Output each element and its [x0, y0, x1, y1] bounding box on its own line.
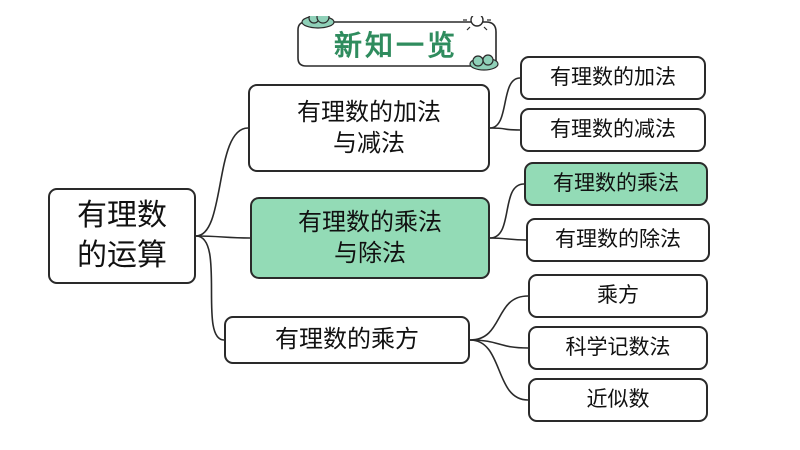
- branch-node-add-sub: 有理数的加法 与减法: [248, 84, 490, 172]
- branch-node-mul-div: 有理数的乘法 与除法: [250, 197, 490, 279]
- connector-root-to-power: [195, 235, 225, 341]
- branch-node-line: 有理数的加法: [297, 97, 441, 126]
- cloud-icon: [301, 16, 335, 29]
- title-banner: [297, 16, 499, 71]
- leaf-node-power: 乘方: [528, 274, 708, 318]
- branch-node-line: 与减法: [333, 129, 405, 157]
- leaf-node-label: 乘方: [597, 283, 639, 308]
- branch-node-line: 有理数的乘方: [275, 325, 419, 354]
- leaf-node-subtraction: 有理数的减法: [520, 108, 706, 152]
- connector-muldiv-to-mul: [489, 183, 525, 239]
- connector-power-to-approx: [469, 339, 529, 401]
- root-node-line: 的运算: [77, 238, 167, 273]
- leaf-node-approximation: 近似数: [528, 378, 708, 422]
- branch-node-line: 有理数的乘法: [298, 207, 442, 236]
- leaf-node-label: 科学记数法: [565, 335, 671, 360]
- connector-root-to-muldiv: [195, 235, 251, 239]
- sun-icon: [463, 16, 491, 31]
- connector-addsub-to-add: [489, 77, 521, 129]
- leaf-node-addition: 有理数的加法: [520, 56, 706, 100]
- connector-muldiv-to-div: [489, 237, 527, 241]
- connector-addsub-to-sub: [489, 127, 521, 131]
- leaf-node-label: 有理数的乘法: [553, 171, 679, 196]
- connector-root-to-addsub: [195, 127, 249, 237]
- connector-power-to-sci: [469, 339, 529, 349]
- connector-power-to-pow: [469, 295, 529, 341]
- leaf-node-division: 有理数的除法: [526, 218, 710, 262]
- branch-node-line: 与除法: [334, 239, 406, 267]
- root-node: 有理数 的运算: [48, 188, 196, 284]
- leaf-node-label: 有理数的减法: [550, 117, 676, 142]
- leaf-node-multiplication: 有理数的乘法: [524, 162, 708, 206]
- leaf-node-scientific-notation: 科学记数法: [528, 326, 708, 370]
- leaf-node-label: 有理数的除法: [555, 227, 681, 252]
- leaf-node-label: 近似数: [586, 387, 650, 412]
- page-title: 新知一览: [333, 29, 458, 62]
- branch-node-power: 有理数的乘方: [224, 316, 470, 364]
- leaf-node-label: 有理数的加法: [550, 65, 676, 90]
- root-node-line: 有理数: [77, 197, 167, 233]
- cloud-icon: [469, 54, 499, 71]
